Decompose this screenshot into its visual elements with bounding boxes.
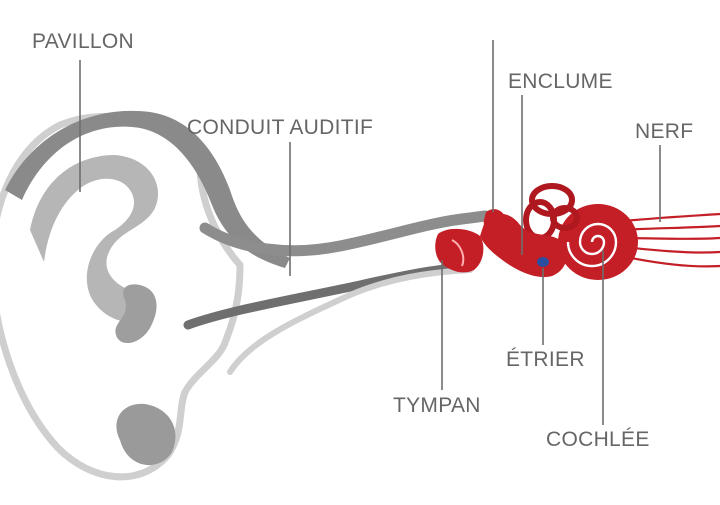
canal-lower-wall (227, 267, 473, 375)
leader-lines (79, 40, 661, 425)
hammer (483, 209, 506, 238)
concha (115, 284, 157, 344)
antihelix (30, 155, 159, 322)
canal-upper-wall (199, 210, 491, 257)
label-enclume: ENCLUME (508, 70, 613, 93)
label-pavillon: PAVILLON (32, 30, 134, 53)
eardrum (435, 228, 484, 273)
eardrum-highlight (451, 239, 465, 267)
label-tympan: TYMPAN (393, 394, 481, 417)
cochlea-shape (558, 204, 638, 280)
label-cochlee: COCHLÉE (546, 428, 650, 451)
earlobe (116, 403, 176, 466)
label-etrier: ÉTRIER (506, 348, 585, 371)
label-nerf: NERF (635, 120, 694, 143)
stirrup-marker (537, 257, 549, 267)
semicircular-canals (523, 183, 580, 241)
label-conduit-auditif: CONDUIT AUDITIF (187, 116, 374, 139)
